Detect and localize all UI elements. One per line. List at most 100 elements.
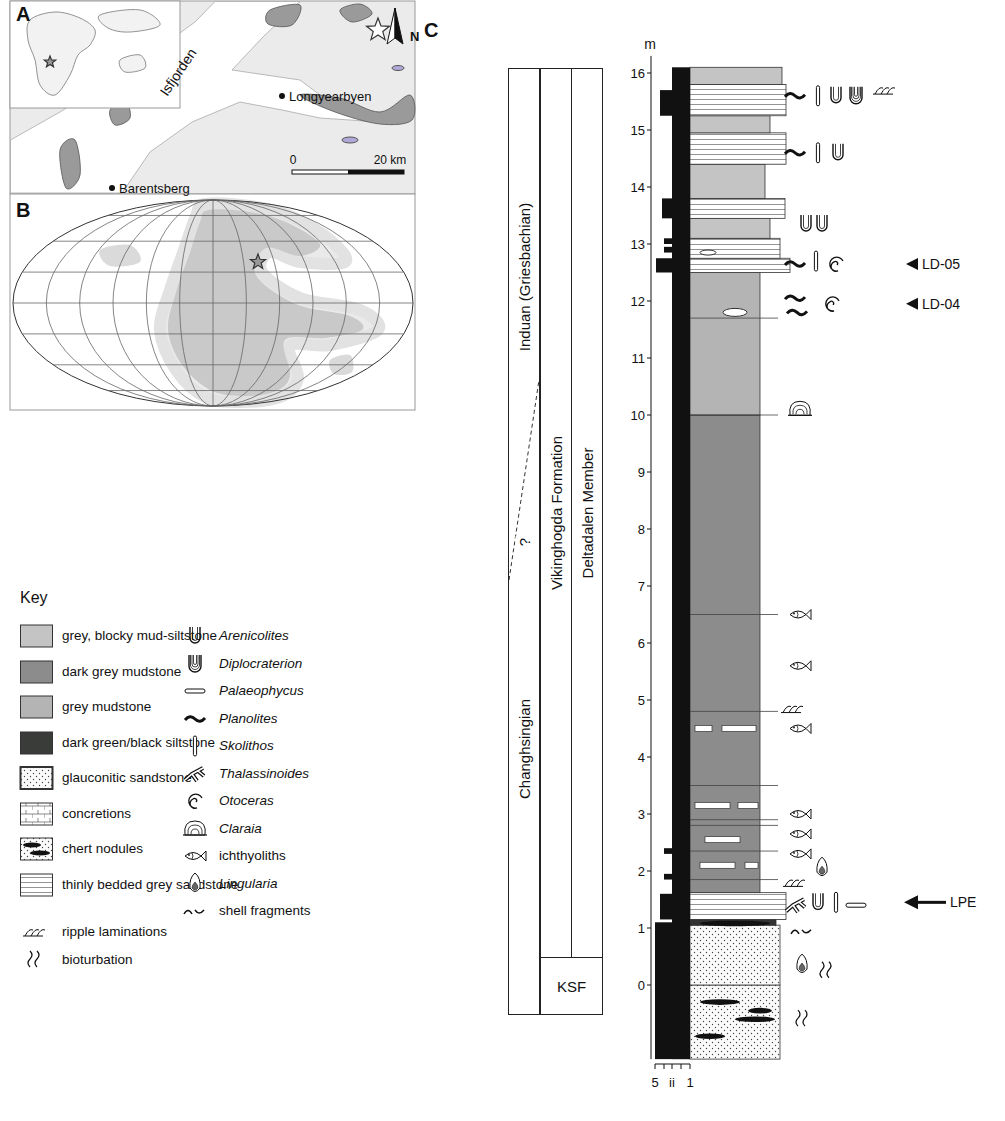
sedimentary-log	[647, 586, 651, 587]
fossil-symbol	[816, 143, 819, 163]
stratigraphic-unit-box: Deltadalen Member	[571, 68, 603, 958]
depth-number: 1	[638, 922, 645, 935]
fossil-symbol	[833, 144, 843, 160]
fossil-symbol	[833, 144, 843, 160]
svalbard-map	[340, 4, 372, 22]
depth-number: 0	[638, 979, 645, 992]
fossil-symbol	[793, 664, 795, 666]
fossil-symbol	[797, 954, 807, 973]
legend-text: Palaeophycus	[219, 684, 304, 698]
legend-text: chert nodules	[62, 842, 143, 856]
symbol-swatch	[185, 768, 204, 781]
symbol-swatch	[194, 655, 197, 665]
sedimentary-log	[748, 1008, 772, 1014]
fossil-symbol	[873, 88, 895, 94]
fossil-symbol	[788, 401, 812, 415]
symbol-swatch	[28, 951, 39, 967]
depth-number: 7	[638, 580, 645, 593]
fossil-symbol	[834, 87, 839, 101]
symbol-swatch	[189, 794, 202, 808]
fossil-symbol	[781, 706, 803, 712]
svalbard-map	[119, 55, 146, 73]
paleogeographic-globe	[13, 303, 413, 304]
symbol-swatch	[190, 627, 200, 643]
fossil-symbol	[793, 832, 795, 834]
depth-number: 3	[638, 808, 645, 821]
symbol-swatch	[183, 834, 207, 835]
unit-name: Changhsingian	[517, 699, 532, 799]
sedimentary-log	[906, 258, 918, 270]
sedimentary-log	[690, 116, 770, 133]
fossil-symbol	[814, 251, 817, 271]
panel-letter: B	[16, 200, 30, 220]
symbol-swatch	[185, 716, 205, 721]
sedimentary-log	[680, 284, 690, 318]
sedimentary-log	[655, 922, 690, 1059]
grain-size-scale: ii	[669, 1076, 675, 1089]
legend-swatch	[183, 707, 217, 731]
legend-swatch	[20, 837, 54, 861]
depth-number: 9	[638, 466, 645, 479]
sedimentary-log	[722, 726, 756, 732]
symbol-swatch	[192, 882, 198, 890]
fossil-symbol	[817, 215, 827, 231]
fossil-symbol	[790, 849, 811, 859]
depth-number: 2	[638, 865, 645, 878]
fossil-symbol	[801, 215, 811, 231]
fossil-symbol	[793, 812, 795, 814]
sample-label: LPE	[950, 895, 976, 909]
depth-number: 16	[631, 67, 645, 80]
sedimentary-log	[690, 925, 780, 985]
fossil-symbol	[793, 613, 795, 615]
fossil-symbol	[785, 262, 805, 267]
paleogeographic-globe	[108, 390, 319, 391]
fossil-symbol	[799, 963, 805, 971]
grain-size-scale: 5	[651, 1076, 658, 1089]
sedimentary-log	[690, 415, 760, 893]
color-swatch	[21, 732, 53, 754]
legend-text: bioturbation	[62, 953, 133, 967]
fossil-symbol	[790, 809, 811, 819]
fossil-symbol	[787, 310, 807, 315]
color-swatch	[21, 625, 53, 647]
sedimentary-log	[681, 1064, 682, 1069]
sedimentary-log	[745, 862, 758, 868]
sedimentary-log	[690, 985, 780, 1059]
symbol-swatch	[189, 655, 201, 672]
depth-number: 12	[631, 295, 645, 308]
grain-size-scale: 1	[686, 1076, 693, 1089]
fossil-symbol	[791, 930, 811, 934]
svalbard-map	[292, 170, 404, 174]
fossil-symbol	[813, 893, 823, 909]
sample-label: LD-05	[922, 257, 960, 271]
depth-number: 11	[632, 352, 646, 365]
sedimentary-log	[647, 415, 651, 416]
legend-swatch	[183, 817, 217, 841]
legend-swatch	[183, 872, 217, 896]
legend-swatch	[20, 695, 54, 719]
paleogeographic-globe	[10, 194, 415, 410]
fossil-symbol	[781, 706, 803, 712]
legend-text: glauconitic sandstone	[62, 771, 192, 785]
fossil-symbol	[834, 892, 837, 912]
fossil-symbol	[787, 310, 807, 315]
legend-text: Lingularia	[219, 877, 278, 891]
symbol-swatch	[185, 768, 204, 781]
fossil-symbol	[785, 94, 805, 99]
stratigraphic-unit-box: Induan (Griesbachian)?Changhsingian	[508, 68, 540, 1015]
sedimentary-log	[662, 198, 690, 218]
fossil-symbol	[785, 296, 805, 301]
stratigraphic-unit-box: Vikinghogda Formation	[540, 68, 572, 958]
symbol-swatch	[28, 951, 39, 967]
symbol-swatch	[193, 736, 196, 756]
symbol-swatch	[192, 655, 198, 667]
sedimentary-log	[664, 874, 690, 880]
sedimentary-log	[647, 757, 651, 758]
fossil-symbol	[785, 151, 805, 156]
symbol-swatch	[185, 689, 205, 693]
depth-number: 13	[631, 238, 645, 251]
sedimentary-log	[690, 238, 780, 258]
svalbard-map	[10, 1, 180, 108]
uncertainty-mark: ?	[516, 535, 533, 547]
legend-title: Key	[20, 590, 48, 606]
